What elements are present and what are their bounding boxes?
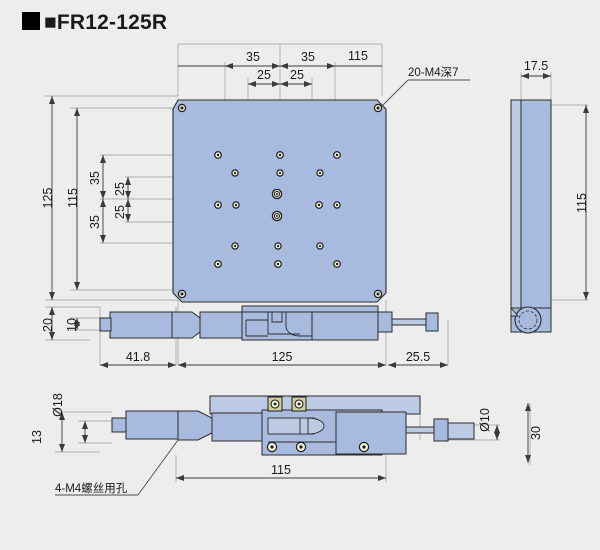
bottom-view-micrometer [111,410,263,442]
front-dim-125: 125 [272,350,293,364]
bottom-dim-13: 13 [30,430,44,444]
side-view-body [510,99,552,333]
top-dim-35-left: 35 [246,50,260,64]
right-side-view: 17.5 115 [510,59,589,334]
bottom-dim-d18: Ø18 [51,393,65,417]
bottom-view-mechanism-detail [267,417,336,443]
left-dim-35-upper: 35 [88,171,102,185]
bottom-view-bottom-screws [266,441,370,453]
front-dim-10: 10 [65,318,79,332]
top-dim-25-left: 25 [257,68,271,82]
side-dim-17-5: 17.5 [524,59,548,73]
title-square-icon [22,12,40,30]
top-dim-115: 115 [348,49,368,63]
top-dim-35-right: 35 [301,50,315,64]
callout-20-m4: 20-M4深7 [408,65,459,79]
top-view: 35 35 25 25 115 20-M4深7 125 115 35 25 25… [41,43,470,303]
bottom-callout-leader-line [55,439,179,496]
top-dimension-lines [178,63,382,87]
front-dim-25-5: 25.5 [406,350,430,364]
bottom-dim-d10: Ø10 [478,408,492,432]
left-dim-115: 115 [66,188,80,208]
bottom-view-top-screws [267,396,307,412]
callout-leader-line [381,79,470,107]
front-dim-20: 20 [41,318,55,332]
left-dim-25-upper: 25 [113,182,127,196]
bottom-dim-115: 115 [271,463,291,477]
side-view-dim-lines [521,73,589,300]
bottom-view-right-shaft [405,418,475,442]
front-view-left-dim-lines [49,307,80,340]
left-dimension-lines [49,96,131,300]
top-plate-outline [172,99,387,303]
front-view-mechanism-detail [242,311,378,340]
top-dim-25-right: 25 [290,68,304,82]
left-dim-125: 125 [41,188,55,209]
side-view-knob [510,306,542,334]
bottom-view-right-dim-lines [494,403,531,463]
bottom-view-body-block [261,409,407,456]
bottom-view: Ø18 13 4-M4螺丝用孔 115 Ø10 30 [30,393,543,496]
front-view: 20 10 41.8 125 25.5 [41,300,449,368]
top-plate-m4-hole-grid [214,151,341,268]
callout-4-m4: 4-M4螺丝用孔 [55,482,128,495]
left-dim-35-lower: 35 [88,215,102,229]
bottom-view-left-dim-lines [59,412,88,452]
page-title: ■FR12-125R [44,11,167,34]
side-dim-115: 115 [575,193,589,213]
top-plate-corner-holes [177,103,383,299]
bottom-dim-30: 30 [529,426,543,440]
front-dim-41-8: 41.8 [126,350,150,364]
left-dim-25-lower: 25 [113,205,127,219]
